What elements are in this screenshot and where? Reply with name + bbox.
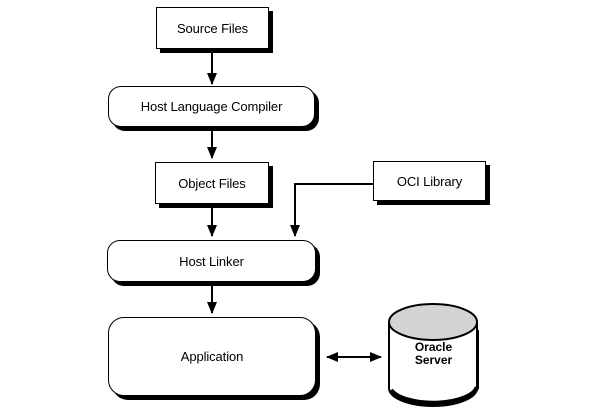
node-host-linker: Host Linker [107,240,316,282]
node-object-files: Object Files [155,162,269,204]
oracle-server-label-line2: Server [414,353,453,367]
node-source-files: Source Files [156,7,269,49]
oracle-server-label-line1: Oracle [414,340,453,354]
node-host-language-compiler-label: Host Language Compiler [140,99,283,114]
oracle-server-cylinder [388,303,480,407]
node-host-linker-label: Host Linker [179,253,244,269]
node-oci-library-label: OCI Library [396,173,463,189]
cylinder-top [388,303,478,341]
arrow-oci-to-linker [290,183,373,237]
node-application-label: Application [180,349,244,364]
node-application: Application [108,317,316,396]
cylinder-bottom-shadow [389,386,480,406]
node-oci-library: OCI Library [373,161,486,201]
node-source-files-label: Source Files [176,20,249,36]
node-host-language-compiler: Host Language Compiler [108,86,315,127]
node-oracle-server-label: Oracle Server [390,341,477,367]
node-object-files-label: Object Files [178,175,246,191]
